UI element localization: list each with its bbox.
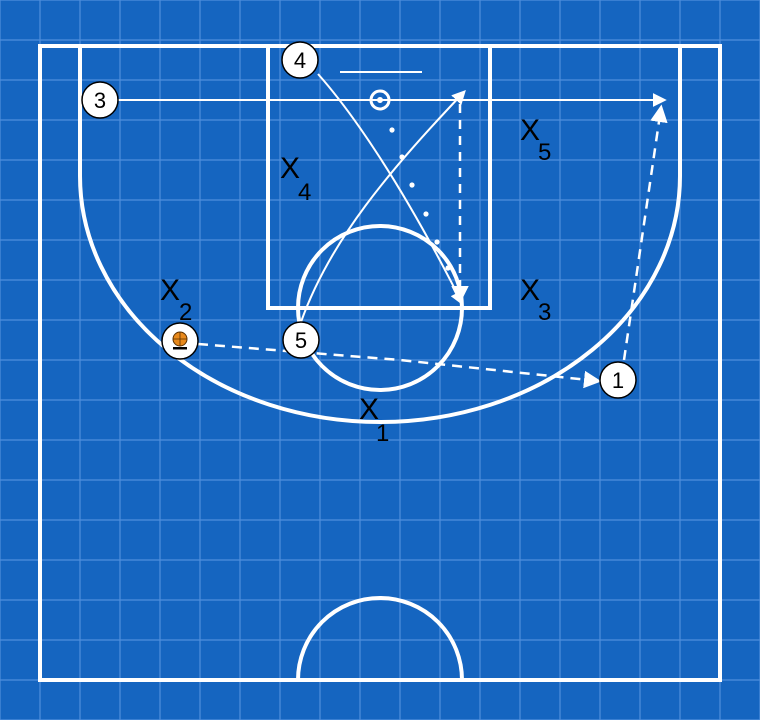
player-marker [599, 361, 637, 399]
dribble-dot [445, 265, 451, 271]
free-throw-circle [296, 224, 464, 392]
defender-x5: X 5 [520, 114, 551, 166]
offense-player-5: 5 [282, 321, 320, 359]
player-marker [81, 81, 119, 119]
defender-letter: X [280, 152, 300, 185]
defender-number: 3 [538, 299, 551, 326]
defender-number: 4 [298, 179, 311, 206]
player-number: 4 [294, 48, 306, 73]
paint-key [266, 44, 492, 310]
defender-letter: X [520, 274, 540, 307]
offense-player-3: 3 [81, 81, 119, 119]
defender-x2: X 2 [160, 274, 192, 326]
defender-number: 1 [376, 420, 389, 447]
dribble-dot [399, 154, 405, 160]
player-marker [281, 41, 319, 79]
defender-letter: X [160, 274, 180, 307]
player-number: 1 [612, 368, 624, 393]
dribble-dot [423, 211, 429, 217]
player-number: 3 [94, 88, 106, 113]
dribble-path [389, 127, 451, 271]
defender-x3: X 3 [520, 274, 551, 326]
defender-letter: X [359, 393, 379, 426]
cut-4-to-block [317, 73, 464, 306]
dribble-dot [409, 182, 415, 188]
defender-number: 5 [538, 139, 551, 166]
move-1-to-corner [622, 104, 668, 361]
defender-x4: X 4 [280, 152, 311, 206]
court-lines [38, 44, 722, 682]
player-number: 5 [295, 328, 307, 353]
play-actions [118, 73, 668, 389]
defender-x1: X 1 [359, 393, 389, 447]
defender-letter: X [520, 114, 540, 147]
basketball-icon [172, 331, 188, 350]
dribble-dot [389, 127, 395, 133]
offense-player-1: 1 [599, 361, 637, 399]
player-marker [282, 321, 320, 359]
three-point-line [78, 46, 682, 424]
defender-number: 2 [179, 299, 192, 326]
offense-player-2 [161, 322, 199, 360]
offense-player-4: 4 [281, 41, 319, 79]
dribble-dot [434, 239, 440, 245]
cut-5-to-elbow [300, 89, 466, 323]
center-circle [296, 596, 464, 681]
